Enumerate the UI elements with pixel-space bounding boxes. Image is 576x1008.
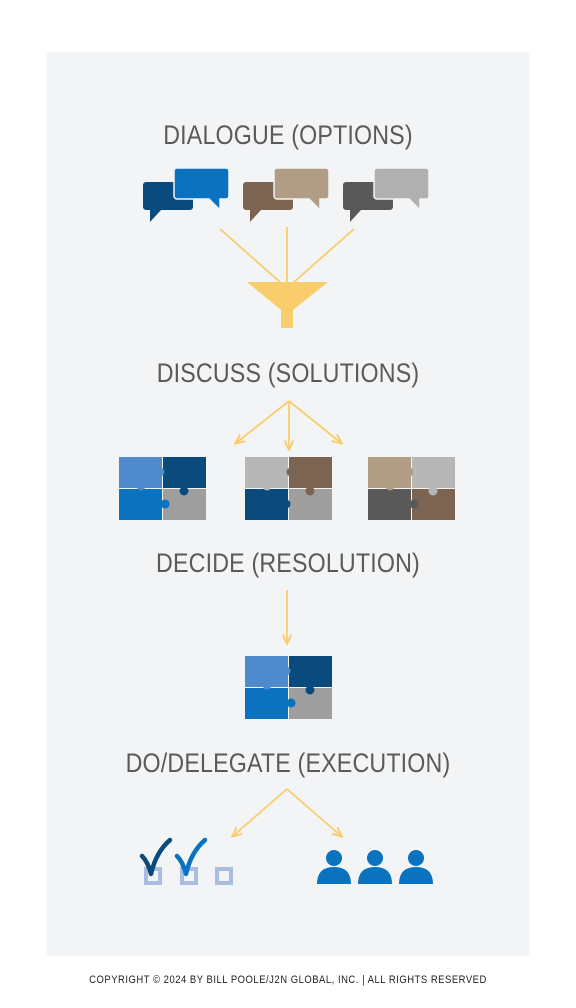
funnel-icon [247,282,328,328]
copyright-footer: COPYRIGHT © 2024 BY BILL POOLE/J2N GLOBA… [89,974,487,986]
checklist-icon [139,837,233,885]
puzzle-icon [245,457,332,520]
stage-heading-decide: DECIDE (RESOLUTION) [156,548,420,578]
split-arrows [233,788,341,836]
puzzle-icon [245,656,332,719]
stage-heading-discuss: DISCUSS (SOLUTIONS) [156,358,420,388]
puzzle-icon [368,457,455,520]
chat-bubbles-icon [343,167,430,222]
chat-bubbles-icon [243,167,330,222]
converging-lines [219,227,355,283]
chat-bubbles-icon [143,167,230,222]
diverging-arrows [236,400,341,449]
people-icon [317,850,433,884]
stage-heading-do-delegate: DO/DELEGATE (EXECUTION) [125,748,451,778]
puzzle-icon [119,457,206,520]
stage-heading-dialogue: DIALOGUE (OPTIONS) [163,120,413,150]
